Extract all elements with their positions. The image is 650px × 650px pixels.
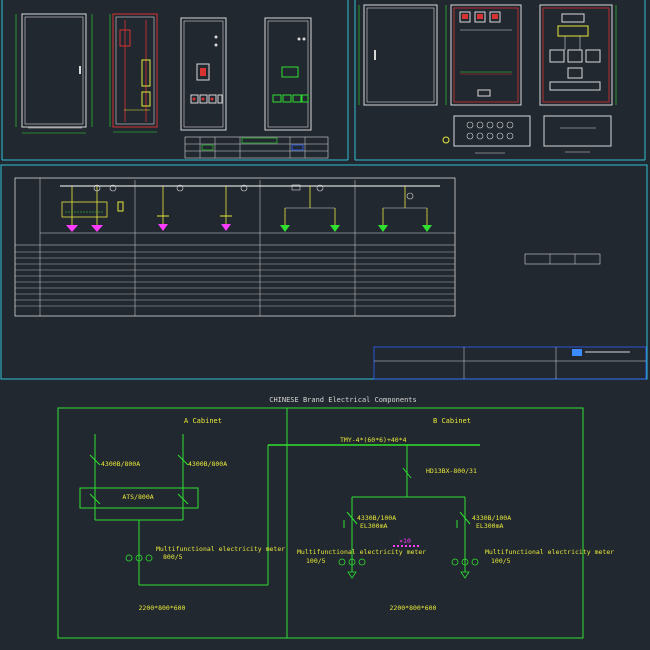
- cabinet-elevations-right: [354, 0, 646, 161]
- cabinet-a-meter: Multifunctional electricity meter: [156, 545, 285, 553]
- busbar-label: TMY-4*(60*6)+40*4: [340, 436, 407, 444]
- cabinet-b-breaker-right-el: EL300mA: [476, 522, 503, 530]
- cabinet-a-breaker-right: 4300B/800A: [188, 460, 227, 468]
- cabinet-b-ct-right: 100/5: [491, 557, 511, 565]
- cabinet-b-breaker-left-el: EL300mA: [360, 522, 387, 530]
- cabinet-a-breaker-left: 4300B/800A: [101, 460, 140, 468]
- cabinet-b-breaker-left: 4330B/100A: [357, 514, 396, 522]
- schematic-outer-frame: [57, 407, 584, 639]
- ats-box: [79, 487, 199, 509]
- cabinet-a-dimensions: 2200*800*600: [139, 604, 186, 612]
- schematic-title: CHINESE Brand Electrical Components: [269, 396, 417, 404]
- cabinet-b-switch: HD13BX-800/31: [426, 467, 477, 475]
- cabinet-a-label: A Cabinet: [184, 417, 222, 425]
- ats-label: ATS/800A: [122, 493, 153, 501]
- cabinet-b-label: B Cabinet: [433, 417, 471, 425]
- cabinet-b-meter-right: Multifunctional electricity meter: [485, 548, 614, 556]
- cabinet-b-dimensions: 2200*800*600: [390, 604, 437, 612]
- cabinet-b-note: ×10: [399, 537, 411, 545]
- cabinet-b-breaker-right: 4330B/100A: [472, 514, 511, 522]
- cabinet-b-meter-left: Multifunctional electricity meter: [297, 548, 426, 556]
- cabinet-b-ct-left: 100/5: [306, 557, 326, 565]
- lower-schematic: CHINESE Brand Electrical Components A Ca…: [57, 396, 614, 639]
- cabinet-elevations-left: [1, 0, 349, 161]
- single-line-sheet: [0, 164, 648, 380]
- cabinet-a-ct: 800/5: [163, 553, 183, 561]
